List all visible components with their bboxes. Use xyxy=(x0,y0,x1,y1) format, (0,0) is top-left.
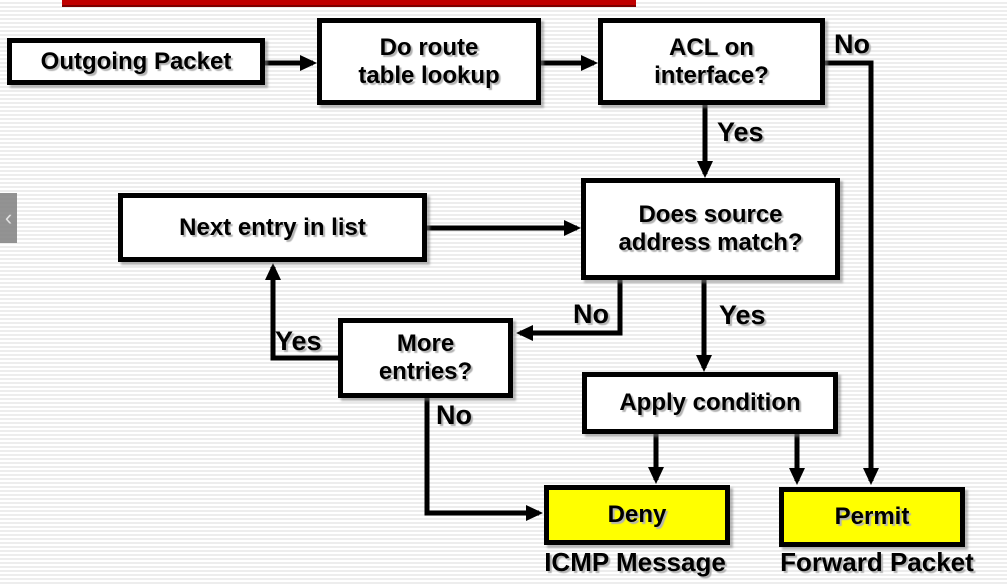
arrow-more-yes-to-next-entry xyxy=(265,263,338,361)
node-outgoing-packet: Outgoing Packet xyxy=(7,38,265,85)
edge-label-more-yes: Yes xyxy=(275,326,322,356)
chevron-left-icon: ‹ xyxy=(4,205,13,230)
node-source-address-match: Does source address match? xyxy=(581,178,840,280)
arrow-acl-no-to-permit xyxy=(825,60,879,485)
node-permit: Permit xyxy=(779,487,965,547)
edge-label-acl-no: No xyxy=(834,29,870,59)
node-more-entries: More entries? xyxy=(338,318,513,398)
caption-icmp-message: ICMP Message xyxy=(544,547,726,577)
node-apply-condition: Apply condition xyxy=(582,372,838,434)
edge-label-source-yes: Yes xyxy=(719,300,766,330)
node-next-entry-in-list: Next entry in list xyxy=(118,193,427,262)
node-deny: Deny xyxy=(544,485,730,545)
node-route-table-lookup: Do route table lookup xyxy=(317,18,541,105)
previous-slide-button[interactable]: ‹ xyxy=(0,193,17,243)
edge-label-more-no: No xyxy=(436,400,472,430)
arrow-more-no-to-deny xyxy=(424,398,543,521)
edge-label-source-no: No xyxy=(573,299,609,329)
node-acl-on-interface: ACL on interface? xyxy=(598,18,825,105)
edge-label-acl-yes: Yes xyxy=(717,117,764,147)
arrow-source-no-to-more-entries xyxy=(516,280,623,341)
caption-forward-packet: Forward Packet xyxy=(780,547,974,577)
title-underline-rule xyxy=(62,0,636,7)
